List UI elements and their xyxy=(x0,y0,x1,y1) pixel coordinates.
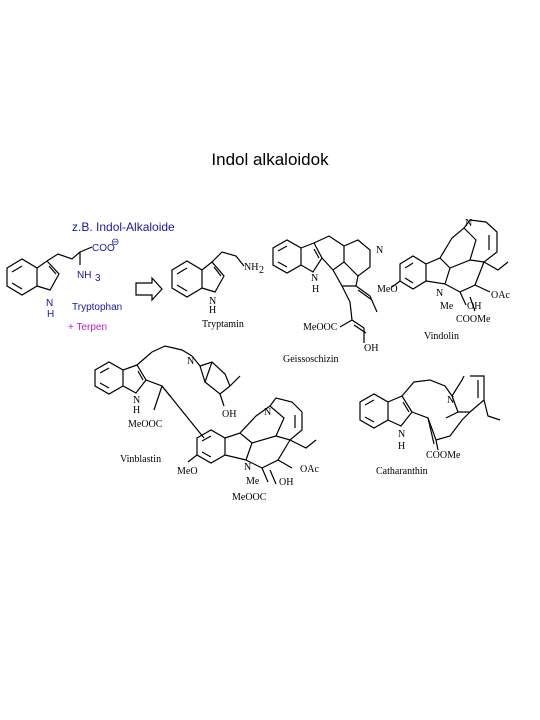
vinblastin-n-mid: N xyxy=(264,407,271,418)
tryptophan-charge: ⊖ xyxy=(111,237,119,248)
tryptophan-n: N xyxy=(46,298,53,309)
catharanthin-structure: N N H COOMe Catharanthin xyxy=(359,375,501,477)
vinblastin-meooc-top: MeOOC xyxy=(128,419,163,430)
tryptophan-h: H xyxy=(47,309,54,320)
vinblastin-h: H xyxy=(133,405,140,416)
vindolin-coome: COOMe xyxy=(456,314,491,325)
geissoschizin-n: N xyxy=(376,245,383,256)
catharanthin-n-top: N xyxy=(447,395,454,406)
geissoschizin-h: H xyxy=(312,284,319,295)
catharanthin-n-indole: N xyxy=(398,429,405,440)
slide-title: Indol alkaloidok xyxy=(211,150,329,169)
vinblastin-me: Me xyxy=(246,476,260,487)
geissoschizin-name: Geissoschizin xyxy=(283,354,339,365)
header-label: z.B. Indol-Alkaloide xyxy=(72,220,175,234)
vinblastin-n-top: N xyxy=(187,356,194,367)
catharanthin-coome: COOMe xyxy=(426,450,461,461)
vinblastin-oh-low: OH xyxy=(279,477,293,488)
vindolin-n-indole: N xyxy=(436,288,443,299)
vindolin-oac: OAc xyxy=(491,290,510,301)
vinblastin-meo: MeO xyxy=(177,466,198,477)
geissoschizin-oh: OH xyxy=(364,343,378,354)
vindolin-name: Vindolin xyxy=(424,331,459,342)
tryptamin-nh-sub: 2 xyxy=(259,265,264,276)
catharanthin-h: H xyxy=(398,441,405,452)
tryptophan-coo: COO xyxy=(92,243,115,254)
tryptamin-n: N xyxy=(209,296,216,307)
geissoschizin-n-indole: N xyxy=(311,273,318,284)
vinblastin-meooc-low: MeOOC xyxy=(232,492,267,503)
tryptamin-nh: NH xyxy=(244,262,258,273)
vinblastin-oh-top: OH xyxy=(222,409,236,420)
tryptophan-structure: N H COO ⊖ NH 3 Tryptophan + Terpen xyxy=(6,237,122,333)
vindolin-n-top: N xyxy=(465,218,472,229)
tryptophan-name: Tryptophan xyxy=(72,302,122,313)
vinblastin-n-indole: N xyxy=(133,395,140,406)
tryptamin-h: H xyxy=(209,305,216,316)
vinblastin-oac: OAc xyxy=(300,464,319,475)
reaction-arrow xyxy=(135,276,163,302)
vindolin-meo: MeO xyxy=(377,284,398,295)
vindolin-oh: OH xyxy=(467,301,481,312)
terpen-label: + Terpen xyxy=(68,322,107,333)
vindolin-me: Me xyxy=(440,301,454,312)
tryptamin-structure: NH 2 N H Tryptamin xyxy=(171,251,264,330)
catharanthin-name: Catharanthin xyxy=(376,466,428,477)
vinblastin-n-low: N xyxy=(244,462,251,473)
geissoschizin-meooc: MeOOC xyxy=(303,322,338,333)
vinblastin-name: Vinblastin xyxy=(120,454,161,465)
tryptophan-nh-sub: 3 xyxy=(95,273,101,284)
geissoschizin-structure: N H N MeOOC OH Geissoschizin xyxy=(272,235,383,365)
tryptamin-name: Tryptamin xyxy=(202,319,244,330)
tryptophan-nh: NH xyxy=(77,270,91,281)
vinblastin-structure: N N H OH MeOOC N MeO N Me OH OAc MeOOC V… xyxy=(94,345,319,503)
vindolin-structure: MeO N N Me OH OAc COOMe Vindolin xyxy=(377,218,510,342)
